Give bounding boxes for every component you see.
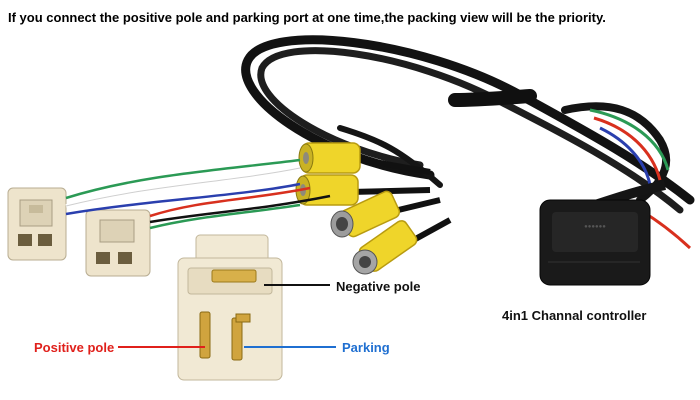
large-plug [177,234,283,381]
small-plug [85,209,151,277]
aviation-connector [330,190,441,238]
svg-text:●●●●●●: ●●●●●● [584,224,606,230]
negative-pole-label: Negative pole [336,279,421,294]
black-cable-loop [241,35,695,214]
small-plug [7,187,67,261]
headline-text: If you connect the positive pole and par… [8,10,606,25]
controller-label: 4in1 Channal controller [502,308,647,323]
plug-wires [65,158,331,230]
positive-pole-label: Positive pole [34,340,115,355]
aviation-connector [352,217,452,275]
rca-connector [298,142,431,175]
parking-label: Parking [342,340,390,355]
controller-box: ●●●●●● [539,180,666,286]
